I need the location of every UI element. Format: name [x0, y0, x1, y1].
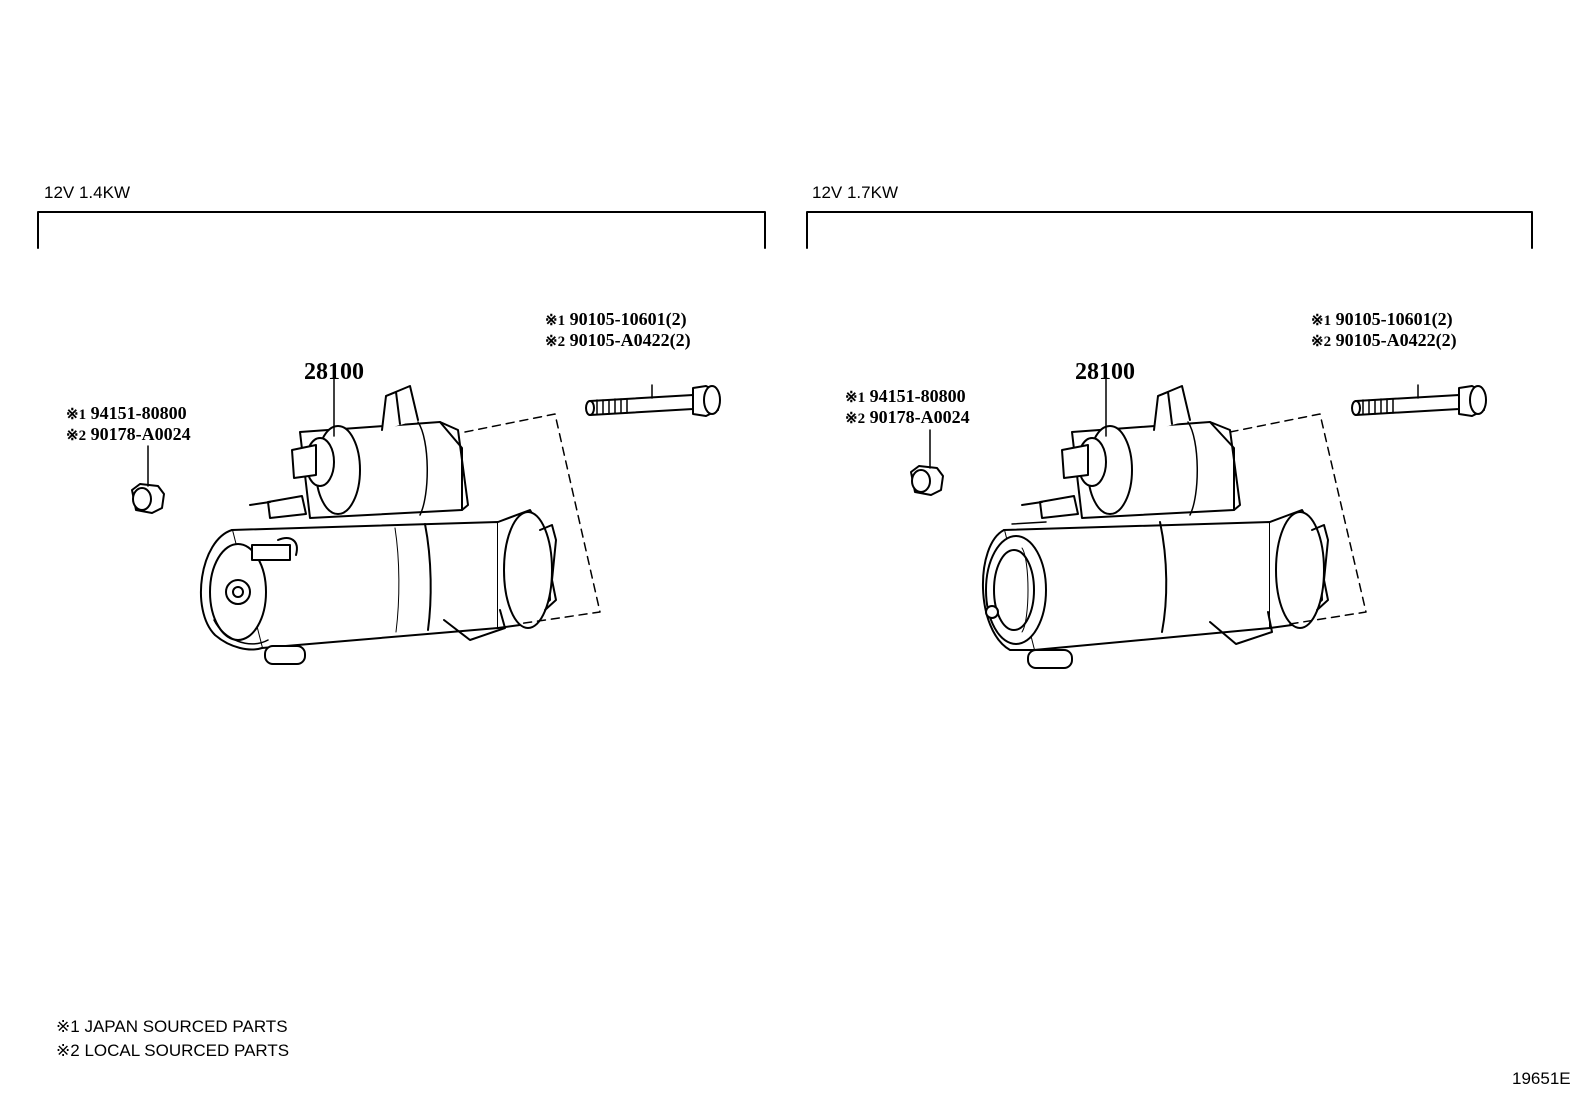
local-mark: ※2 — [1311, 334, 1332, 350]
dashed-guide-left — [464, 413, 601, 625]
legend-mark: ※1 — [56, 1017, 80, 1036]
legend-mark: ※2 — [56, 1041, 80, 1060]
bracket-left — [37, 211, 766, 249]
legend-text: JAPAN SOURCED PARTS — [84, 1017, 288, 1036]
japan-mark: ※1 — [1311, 313, 1332, 329]
bolt-part-japan-left: ※1 90105-10601(2) — [545, 310, 687, 329]
japan-mark: ※1 — [545, 313, 566, 329]
bolt-part-number: 90105-A0422(2) — [569, 330, 691, 350]
nut-part-number: 94151-80800 — [869, 386, 966, 406]
nut-part-number: 90178-A0024 — [90, 424, 191, 444]
dashed-guide-right — [1229, 413, 1367, 625]
bolt-part-number: 90105-10601(2) — [1335, 309, 1453, 329]
nut-part-japan-left: ※1 94151-80800 — [66, 404, 187, 423]
bolt-part-number: 90105-10601(2) — [569, 309, 687, 329]
bolt-part-local-right: ※2 90105-A0422(2) — [1311, 331, 1457, 350]
legend-local-sourced: ※2 LOCAL SOURCED PARTS — [56, 1042, 289, 1059]
starter-motor-left — [200, 377, 557, 665]
part-number-starter-right: 28100 — [1075, 359, 1135, 385]
section-title-1-7kw: 12V 1.7KW — [812, 183, 898, 202]
local-mark: ※2 — [66, 428, 87, 444]
nut-part-number: 94151-80800 — [90, 403, 187, 423]
nut-part-local-left: ※2 90178-A0024 — [66, 425, 191, 444]
nut-right — [910, 429, 944, 496]
bolt-part-japan-right: ※1 90105-10601(2) — [1311, 310, 1453, 329]
part-number-starter-left: 28100 — [304, 359, 364, 385]
local-mark: ※2 — [545, 334, 566, 350]
bolt-part-number: 90105-A0422(2) — [1335, 330, 1457, 350]
nut-left — [131, 445, 165, 514]
bolt-part-local-left: ※2 90105-A0422(2) — [545, 331, 691, 350]
local-mark: ※2 — [845, 411, 866, 427]
japan-mark: ※1 — [66, 407, 87, 423]
figure-id: 19651E — [1512, 1069, 1571, 1088]
legend-text: LOCAL SOURCED PARTS — [84, 1041, 290, 1060]
bolt-left — [585, 384, 721, 417]
starter-motor-right — [981, 377, 1329, 669]
nut-part-japan-right: ※1 94151-80800 — [845, 387, 966, 406]
nut-part-local-right: ※2 90178-A0024 — [845, 408, 970, 427]
legend-japan-sourced: ※1 JAPAN SOURCED PARTS — [56, 1018, 288, 1035]
nut-part-number: 90178-A0024 — [869, 407, 970, 427]
section-title-1-4kw: 12V 1.4KW — [44, 183, 130, 202]
bolt-right — [1351, 384, 1487, 417]
bracket-right — [806, 211, 1533, 249]
japan-mark: ※1 — [845, 390, 866, 406]
